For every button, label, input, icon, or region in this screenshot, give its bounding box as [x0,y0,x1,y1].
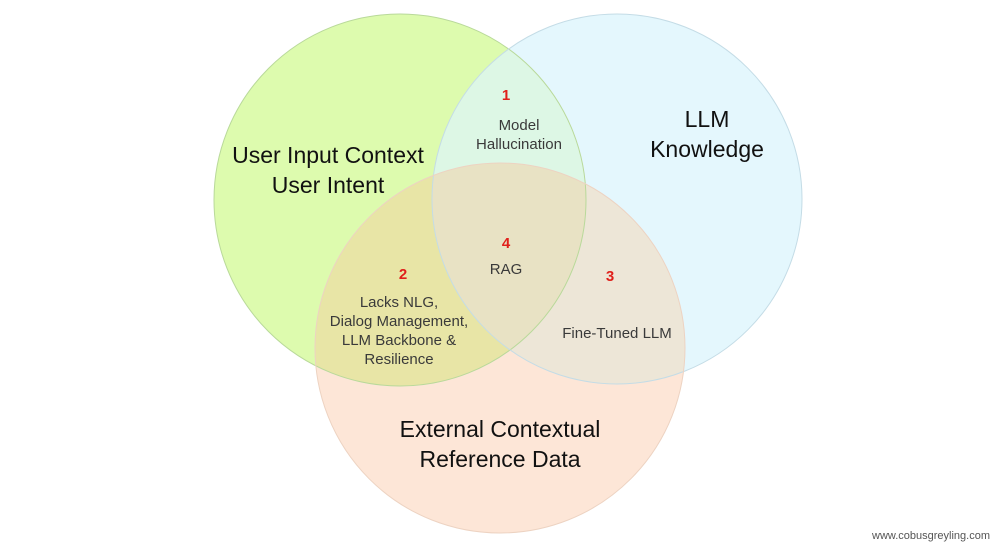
venn-circle-outline-llm [431,13,803,385]
venn-circle-outline-external [314,162,686,534]
venn-overlap-user-external [315,163,586,386]
watermark: www.cobusgreyling.com [872,530,990,542]
region-number-1: 1 [502,87,510,104]
venn-overlaps [315,14,685,386]
region-number-3: 3 [606,268,614,285]
region-label-2: Lacks NLG,Dialog Management,LLM Backbone… [330,294,468,368]
venn-circle-outline-user [213,13,587,387]
region-number-2: 2 [399,266,407,283]
region-number-4: 4 [502,235,511,252]
region-label-3: Fine-Tuned LLM [562,325,672,342]
region-label-4: RAG [490,261,523,278]
